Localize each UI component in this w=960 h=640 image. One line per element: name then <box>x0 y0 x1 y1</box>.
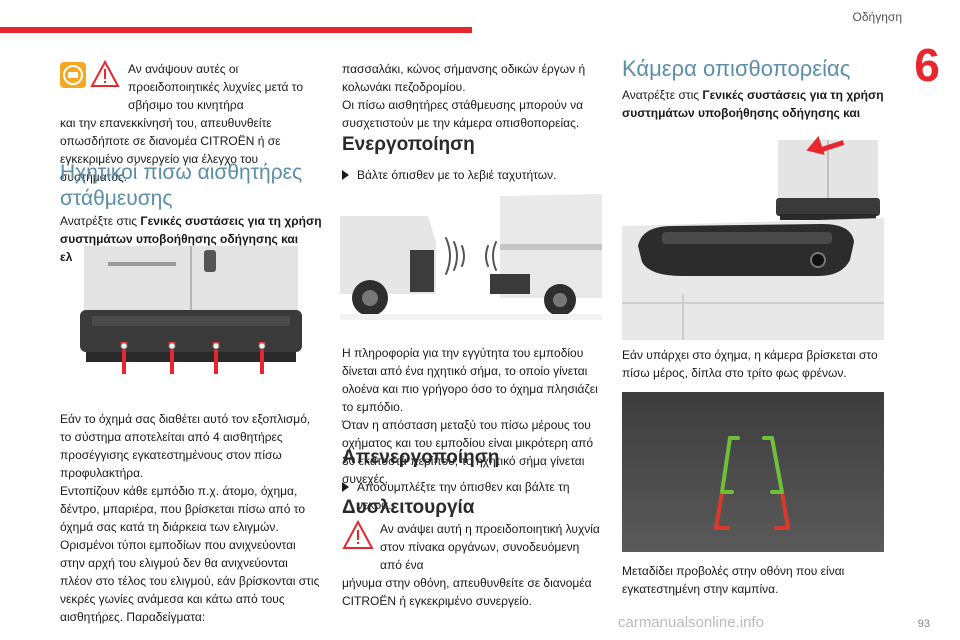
camera-association-text: Οι πίσω αισθητήρες στάθμευσης μπορούν να… <box>342 98 584 130</box>
camera-view-screen-image <box>622 392 884 552</box>
bullet-arrow-icon <box>342 482 349 492</box>
sensors-paragraph-1: Εάν το όχημά σας διαθέτει αυτό τον εξοπλ… <box>60 412 311 480</box>
proximity-paragraph-b: Όταν η απόσταση μεταξύ του πίσω μέρους τ… <box>342 418 594 486</box>
parking-sensor-warning-icon <box>60 62 86 88</box>
rear-bumper-sensors-image <box>72 246 310 382</box>
malfunction-heading: Δυσλειτουργία <box>342 497 475 518</box>
red-arrow-icon <box>806 136 845 156</box>
malfunction-text-indent: Αν ανάψει αυτή η προειδοποιητική λυχνία … <box>380 522 600 572</box>
activation-heading: Ενεργοποίηση <box>342 134 475 155</box>
deactivation-heading: Απενεργοποίηση <box>342 447 500 468</box>
camera-heading: Κάμερα οπισθοπορείας <box>622 56 851 81</box>
top-accent-bar <box>0 27 472 33</box>
malfunction-text-full: μήνυμα στην οθόνη, απευθυνθείτε σε διανο… <box>342 576 592 608</box>
warning-text-indent: Αν ανάψουν αυτές οι προειδοποιητικές λυχ… <box>128 62 304 112</box>
sound-wave-icon <box>445 237 497 275</box>
warning-triangle-icon <box>342 519 374 555</box>
continuation-text: πασσαλάκι, κώνος σήμανσης οδικών έργων ή… <box>342 62 586 94</box>
sensors-paragraph-2: Εντοπίζουν κάθε εμπόδιο π.χ. άτομο, όχημ… <box>60 484 306 534</box>
chapter-number: 6 <box>914 39 940 91</box>
watermark: carmanualsonline.info <box>618 614 764 631</box>
warning-triangle-icon <box>90 59 120 93</box>
deactivation-step: Αποσυμπλέξτε την όπισθεν και βάλτε τη νε… <box>342 478 600 514</box>
camera-location-image <box>622 126 884 340</box>
section-title: Οδήγηση <box>852 10 902 24</box>
page-number: 93 <box>917 618 930 630</box>
activation-step: Βάλτε όπισθεν με το λεβιέ ταχυτήτων. <box>342 166 600 184</box>
malfunction-warning-block: Αν ανάψει αυτή η προειδοποιητική λυχνία … <box>342 519 600 610</box>
rear-sensors-description: Εάν το όχημά σας διαθέτει αυτό τον εξοπλ… <box>60 410 322 626</box>
rear-sensors-heading: Ηχητικοί πίσω αισθητήρες στάθμευσης <box>60 161 303 210</box>
reversing-van-image <box>340 194 602 320</box>
bullet-arrow-icon <box>342 170 349 180</box>
warning-text-full: και την επανεκκίνησή του, απευθυνθείτε ο… <box>60 116 281 184</box>
camera-location-text: Εάν υπάρχει στο όχημα, η κάμερα βρίσκετα… <box>622 348 878 380</box>
sensor-warning-block: Αν ανάψουν αυτές οι προειδοποιητικές λυχ… <box>60 59 322 186</box>
van-thumbnail <box>776 140 880 220</box>
sensors-paragraph-3: Ορισμένοι τύποι εμποδίων που ανιχνεύοντα… <box>60 538 320 624</box>
proximity-paragraph-a: Η πληροφορία για την εγγύτητα του εμποδί… <box>342 346 598 414</box>
camera-projection-text: Μεταδίδει προβολές στην οθόνη που είναι … <box>622 564 845 596</box>
